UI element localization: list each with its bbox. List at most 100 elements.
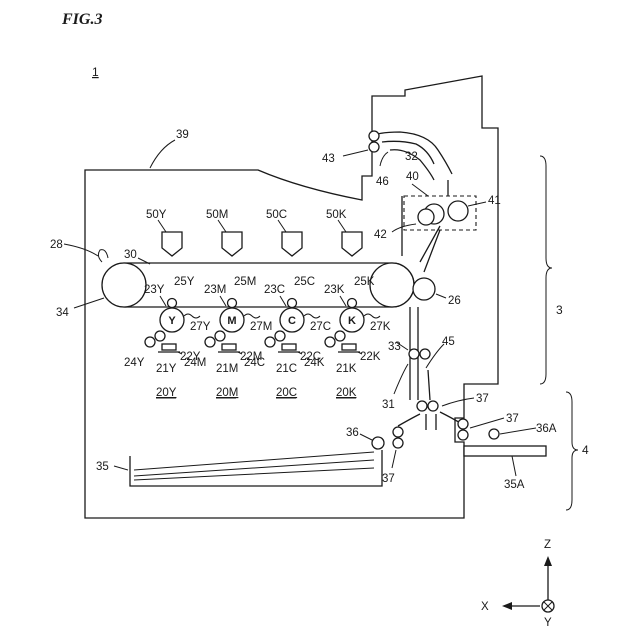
toner-cartridge-k [325,337,335,347]
tray-sheets [134,452,374,480]
registration-roller-lower [420,349,430,359]
heating-roller-41 [448,201,468,221]
drum-letter-y: Y [168,315,176,327]
developing-roller-y [155,331,165,341]
label-26: 26 [448,295,461,307]
manual-tray-35A [464,446,546,456]
developer-box-y [162,344,176,350]
drum-cleaner-c [304,314,320,318]
exposure-head-leader-k [338,220,346,232]
leader-43 [343,150,368,156]
belt-cleaner-28 [98,250,108,262]
feed-roller-37c-lower [393,438,403,448]
x-arrowhead [502,602,512,610]
driven-roller [370,263,414,307]
leader-28 [64,244,98,256]
exposure-head-label-y: 50Y [146,209,167,221]
toner-label-m: 24M [184,357,206,369]
drum-letter-c: C [288,315,296,327]
figure-title: FIG.3 [61,11,102,28]
developer-box-k [342,344,356,350]
label-46: 46 [376,176,389,188]
primary-transfer-roller-y [168,299,177,308]
exposure-head-label-c: 50C [266,209,287,221]
brace-section-4 [566,392,578,510]
exit-roller-43-lower [369,142,379,152]
developing-roller-c [275,331,285,341]
leader-35 [114,466,128,470]
label-45: 45 [442,336,455,348]
exposure-head-label-k: 50K [326,209,347,221]
drum-cleaner-k [364,314,380,318]
unit-label-c: 20C [276,387,297,399]
feed-roller-37a-1 [417,401,427,411]
exposure-head-m [222,232,242,256]
label-33: 33 [388,341,401,353]
toner-cartridge-c [265,337,275,347]
leader-39 [150,140,175,168]
developing-roller-k [335,331,345,341]
leader-26 [436,294,446,298]
primary-transfer-label-m: 25M [234,276,256,288]
drum-cleaner-y [184,314,200,318]
feed-path-merge [398,412,462,430]
primary-transfer-roller-m [228,299,237,308]
label-37-a: 37 [476,393,489,405]
apparatus-ref-label: 1 [92,65,99,79]
charge-roller-label-k: 23K [324,284,345,296]
housing-outline [85,76,498,518]
charge-leader-y [160,296,166,306]
label-4: 4 [582,443,589,457]
label-28: 28 [50,239,63,251]
label-42: 42 [374,229,387,241]
manual-feed-roller-36A [489,429,499,439]
charge-leader-c [280,296,286,306]
leader-37b [470,418,504,428]
coordinate-axes: Z X Y [481,539,554,629]
charge-leader-k [340,296,346,306]
feed-roller-37c-upper [393,427,403,437]
unit-label-k: 20K [336,387,357,399]
developer-box-m [222,344,236,350]
pickup-roller-36 [372,437,384,449]
label-43: 43 [322,153,335,165]
brace-section-3 [540,156,552,384]
label-3: 3 [556,303,563,317]
label-36A: 36A [536,423,557,435]
drum-cleaner-m [244,314,260,318]
leader-36 [360,434,372,440]
leader-37a [442,398,474,406]
label-31: 31 [382,399,395,411]
label-35A: 35A [504,479,525,491]
label-36: 36 [346,427,359,439]
leader-35A [512,456,516,476]
label-35: 35 [96,461,109,473]
charge-roller-label-c: 23C [264,284,285,296]
charge-leader-m [220,296,226,306]
image-forming-stations: 50Y25Y23YY27Y22Y24Y21Y20Y50M25M23MM27M22… [124,209,391,399]
leader-46 [380,152,388,166]
exposure-head-c [282,232,302,256]
leader-31 [394,364,408,394]
laser-label-y: 21Y [156,363,177,375]
feed-roller-37a-2 [428,401,438,411]
laser-label-m: 21M [216,363,238,375]
primary-transfer-label-c: 25C [294,276,315,288]
laser-label-k: 21K [336,363,357,375]
cleaner-label-k: 27K [370,321,391,333]
label-37-b: 37 [506,413,519,425]
leader-37c [392,450,396,468]
exposure-head-y [162,232,182,256]
label-34: 34 [56,307,69,319]
z-axis-label: Z [544,539,551,551]
leader-34 [74,298,104,308]
exposure-head-leader-m [218,220,226,232]
toner-label-y: 24Y [124,357,145,369]
leader-41 [468,202,486,206]
toner-cartridge-y [145,337,155,347]
cleaner-label-m: 27M [250,321,272,333]
toner-label-k: 24K [304,357,325,369]
cleaner-label-c: 27C [310,321,331,333]
exposure-head-leader-y [158,220,166,232]
